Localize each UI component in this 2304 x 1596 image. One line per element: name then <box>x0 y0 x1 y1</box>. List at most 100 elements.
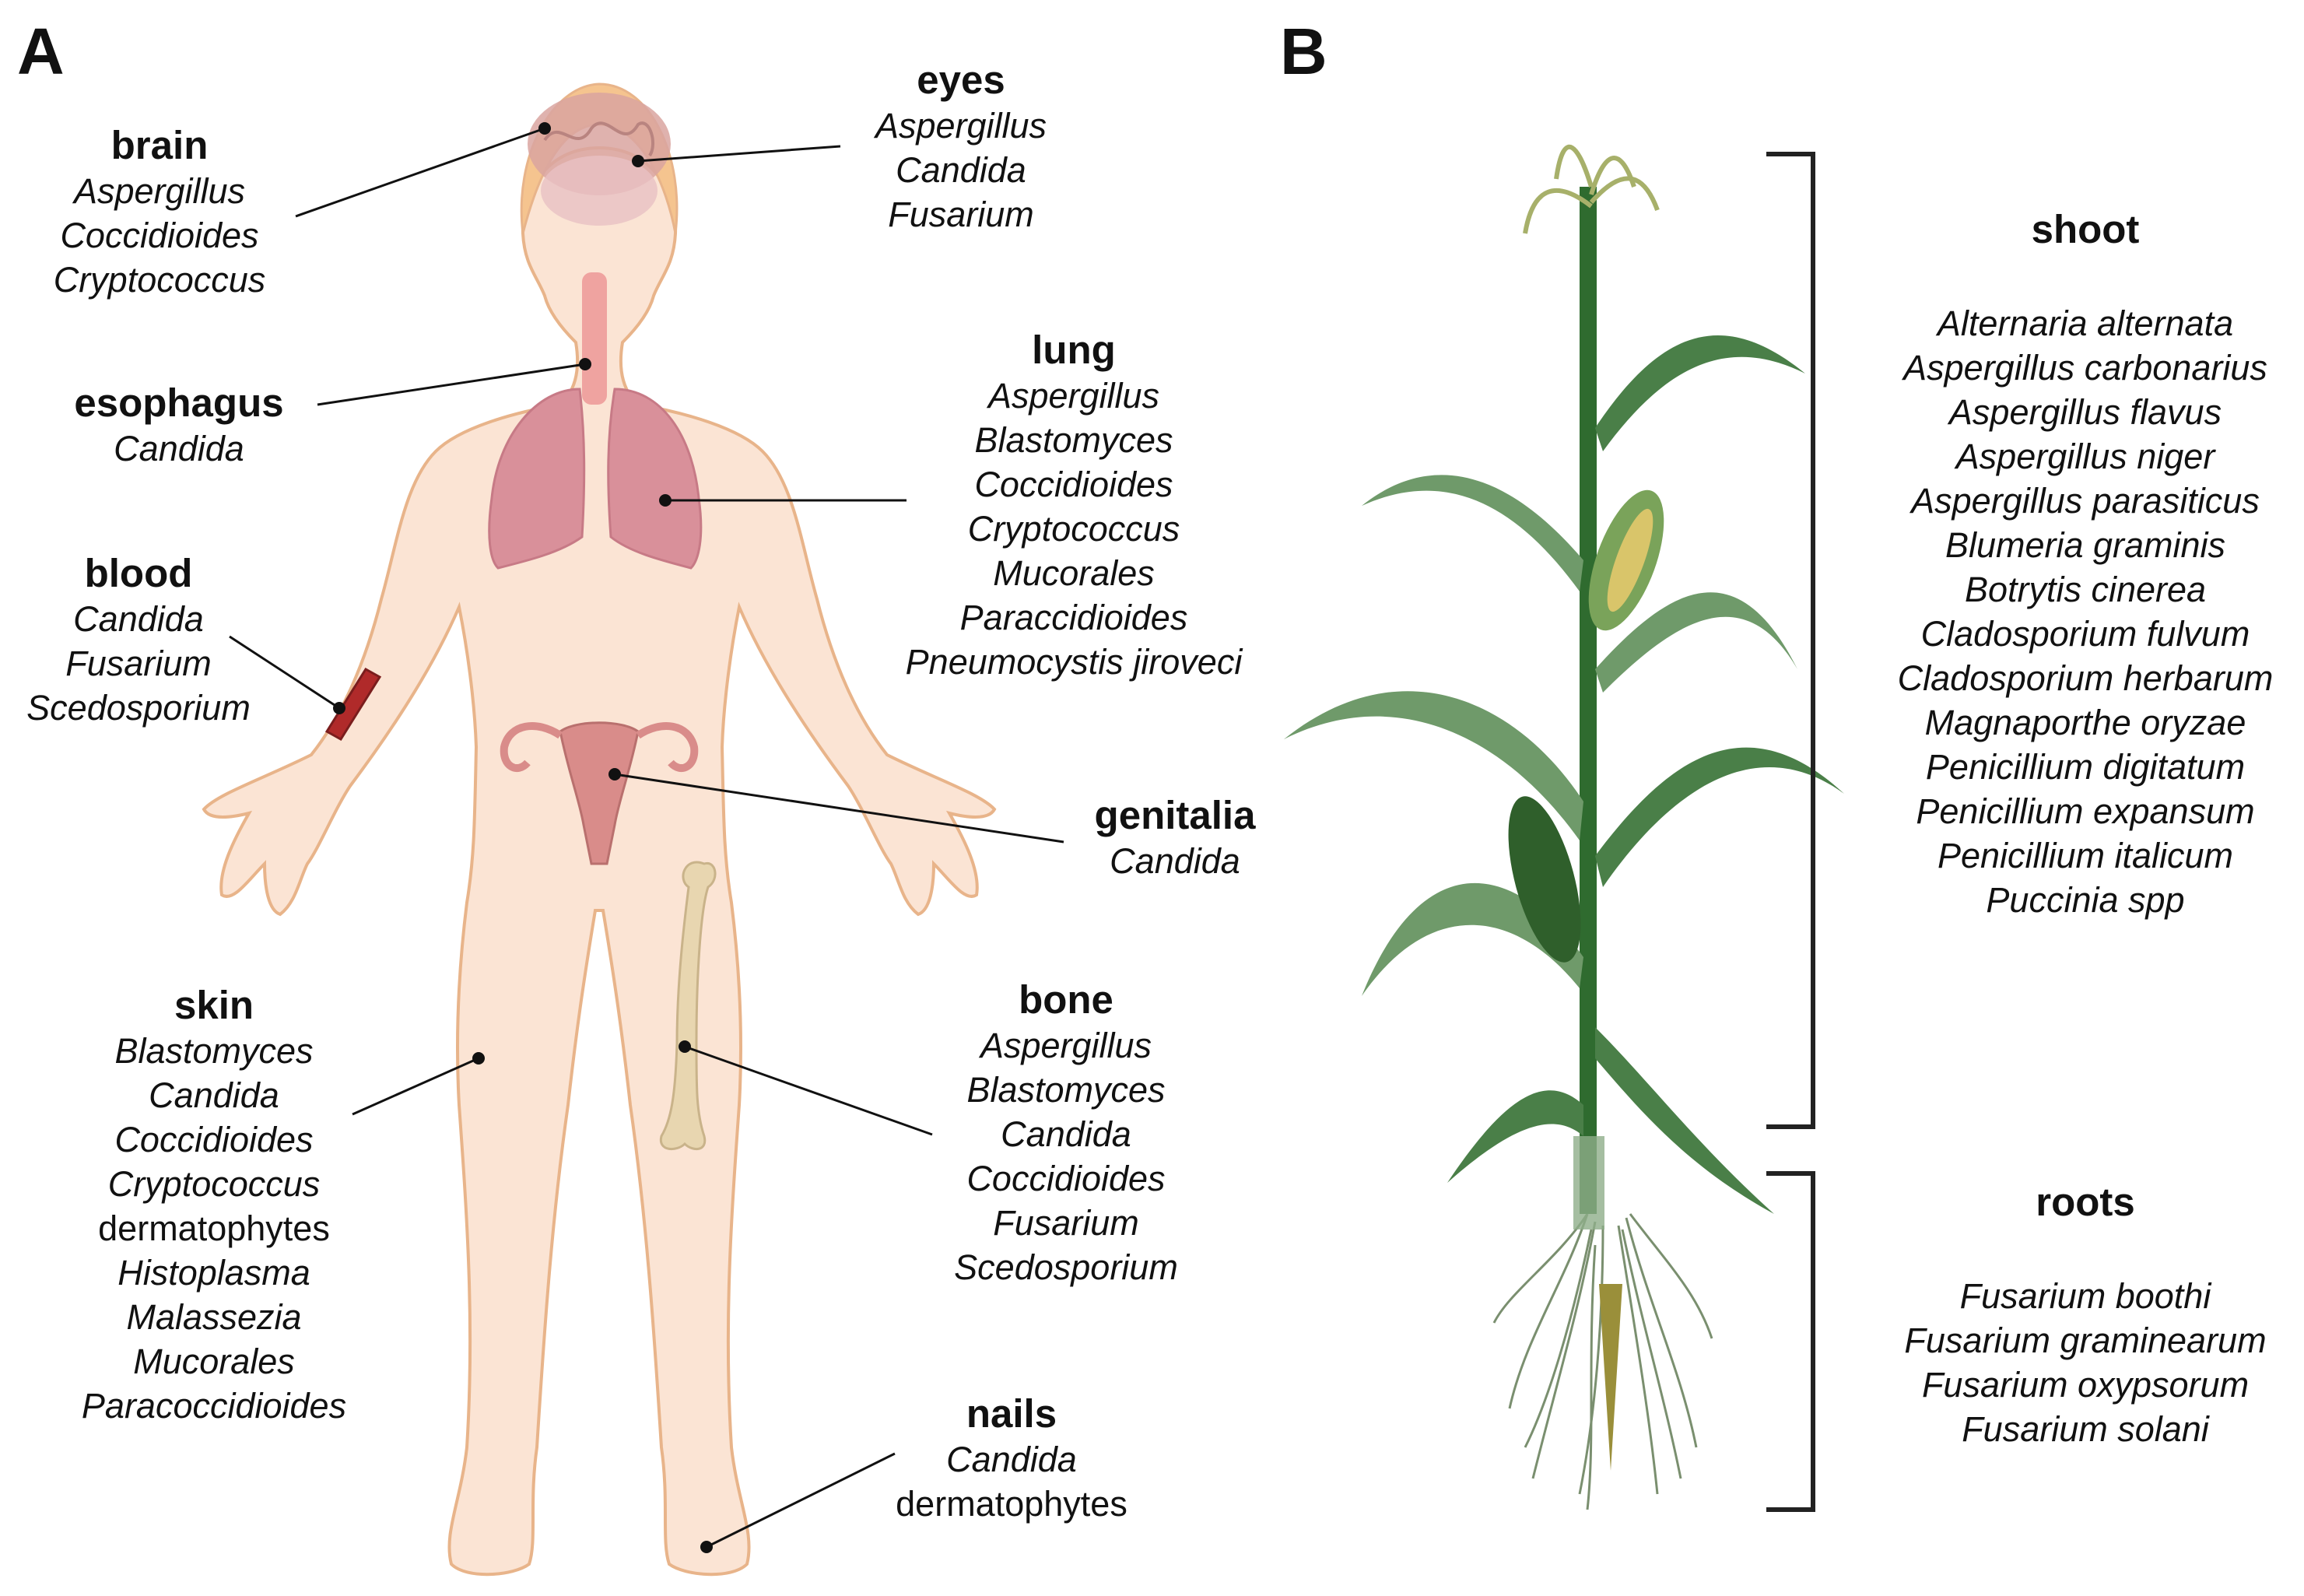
roots-bracket <box>1766 1171 1815 1512</box>
corn-ear-upper-husk <box>1607 508 1653 612</box>
leaf-4 <box>1284 691 1583 840</box>
brain-leader-dot <box>538 122 551 135</box>
shoot-item: Penicillium digitatum <box>1925 747 2246 787</box>
lung-item: Aspergillus <box>987 376 1160 416</box>
roots-item: Fusarium solani <box>1962 1409 2209 1449</box>
brain-item: Cryptococcus <box>53 260 266 300</box>
shoot-item: Botrytis cinerea <box>1964 570 2207 609</box>
bone-item: Fusarium <box>993 1203 1139 1243</box>
genitalia-leader-line <box>614 773 1064 844</box>
nails-leader-line <box>706 1452 896 1549</box>
skin-item: Blastomyces <box>114 1031 314 1071</box>
esophagus-organ <box>582 272 607 405</box>
panel-a-label: A <box>17 15 65 88</box>
femur-bone <box>659 861 717 1151</box>
shoot-item: Penicillium italicum <box>1937 836 2234 875</box>
lung-leader-dot <box>659 494 672 507</box>
stalk <box>1580 187 1597 1214</box>
blood-label-group: blood Candida Fusarium Scedosporium <box>6 550 271 730</box>
genitalia-item: Candida <box>1110 841 1240 881</box>
shoot-title: shoot <box>2031 207 2140 251</box>
nails-title: nails <box>966 1391 1057 1436</box>
roots-illustration <box>1492 1213 1713 1510</box>
shoot-bracket <box>1766 152 1815 1129</box>
esophagus-label-group: esophagus Candida <box>58 380 300 471</box>
shoot-label-group: shoot Alternaria alternata Aspergillus c… <box>1867 206 2303 922</box>
bone-item: Blastomyces <box>966 1070 1166 1110</box>
esophagus-item: Candida <box>114 429 244 468</box>
leaf-2 <box>1362 475 1583 591</box>
shoot-item: Magnaporthe oryzae <box>1924 703 2246 742</box>
lung-item: Paraccidioides <box>959 598 1188 637</box>
leaf-1 <box>1595 335 1805 451</box>
stalk-base <box>1573 1136 1604 1229</box>
root-taproot <box>1599 1284 1622 1471</box>
genitalia-title: genitalia <box>1094 793 1256 837</box>
nails-item: dermatophytes <box>896 1484 1127 1524</box>
roots-item: Fusarium oxypsorum <box>1921 1365 2250 1405</box>
skin-item: Histoplasma <box>117 1253 310 1293</box>
genitalia-leader-dot <box>608 768 621 780</box>
shoot-item: Cladosporium fulvum <box>1920 614 2250 654</box>
leaf-3 <box>1595 592 1797 693</box>
esophagus-leader-line <box>317 363 586 406</box>
bone-item: Candida <box>1001 1114 1131 1154</box>
lung-item: Coccidioides <box>974 465 1173 504</box>
corn-plant-illustration <box>1284 145 1844 1512</box>
skin-item: Cryptococcus <box>107 1164 321 1204</box>
bone-title: bone <box>1019 977 1113 1022</box>
roots-item: Fusarium graminearum <box>1904 1321 2267 1360</box>
eyes-leader-line <box>637 145 841 163</box>
bone-label-group: bone Aspergillus Blastomyces Candida Coc… <box>918 977 1214 1289</box>
blood-item: Fusarium <box>65 644 212 683</box>
shoot-item: Cladosporium herbarum <box>1897 658 2274 698</box>
esophagus-leader-dot <box>579 358 591 370</box>
blood-vessel <box>324 667 382 742</box>
roots-label-group: roots Fusarium boothi Fusarium graminear… <box>1867 1179 2303 1451</box>
lung-item: Pneumocystis jiroveci <box>905 642 1243 682</box>
skin-label-group: skin Blastomyces Candida Coccidioides Cr… <box>51 982 377 1428</box>
leaf-7 <box>1595 1027 1774 1214</box>
fallopian-tubes <box>500 722 699 772</box>
human-body-illustration <box>202 82 1064 1577</box>
tassel <box>1523 145 1660 234</box>
blood-item: Candida <box>73 599 204 639</box>
right-lung <box>607 388 703 570</box>
roots-title: roots <box>2036 1180 2135 1224</box>
brain-title: brain <box>110 123 209 167</box>
esophagus-title: esophagus <box>74 381 284 425</box>
leaf-8 <box>1447 1090 1583 1183</box>
eyes-label-group: eyes Aspergillus Candida Fusarium <box>840 57 1082 237</box>
bone-item: Coccidioides <box>966 1159 1166 1198</box>
lung-label-group: lung Aspergillus Blastomyces Coccidioide… <box>871 327 1276 684</box>
left-lung <box>488 388 586 570</box>
eye-region <box>541 156 658 226</box>
brain-leader-line <box>295 127 545 218</box>
blood-title: blood <box>84 551 193 595</box>
skin-item: Mucorales <box>133 1342 295 1381</box>
shoot-item: Alternaria alternata <box>1937 303 2234 343</box>
blood-item: Scedosporium <box>26 688 251 728</box>
skin-item: dermatophytes <box>98 1208 330 1248</box>
brain-item: Aspergillus <box>73 171 246 211</box>
shoot-item: Blumeria graminis <box>1945 525 2226 565</box>
skin-item: Malassezia <box>126 1297 302 1337</box>
genitalia-label-group: genitalia Candida <box>1058 792 1292 883</box>
bone-leader-dot <box>679 1040 691 1053</box>
skin-leader-line <box>352 1057 479 1116</box>
shoot-item: Penicillium expansum <box>1916 791 2255 831</box>
bone-item: Aspergillus <box>980 1026 1152 1065</box>
brain-folds <box>543 121 654 157</box>
eyes-leader-dot <box>632 155 644 167</box>
shoot-item: Aspergillus niger <box>1955 437 2215 476</box>
nails-leader-dot <box>700 1541 713 1553</box>
lung-item: Blastomyces <box>974 420 1173 460</box>
roots-item: Fusarium boothi <box>1959 1276 2211 1316</box>
lung-item: Cryptococcus <box>967 509 1180 549</box>
shoot-item: Aspergillus parasiticus <box>1911 481 2260 521</box>
skin-title: skin <box>174 983 254 1027</box>
blood-leader-dot <box>333 702 345 714</box>
nails-label-group: nails Candida dermatophytes <box>871 1391 1152 1526</box>
eyes-title: eyes <box>917 58 1005 102</box>
corn-ear-lower <box>1508 796 1581 963</box>
